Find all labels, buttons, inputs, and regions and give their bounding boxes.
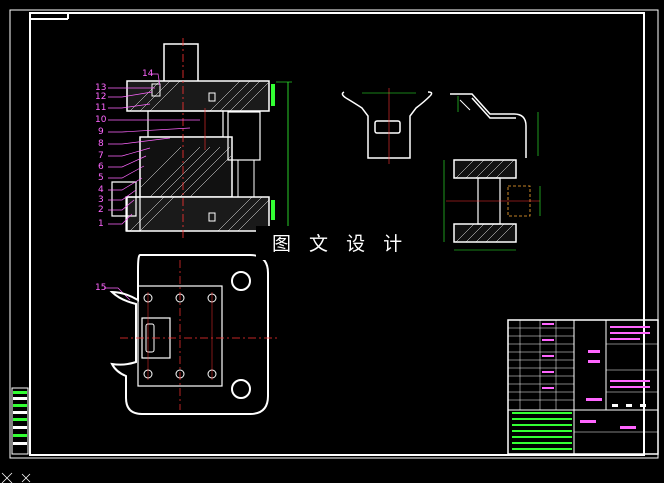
title-block bbox=[507, 319, 659, 455]
drawing-frame bbox=[9, 9, 659, 459]
part-number-1: 1 bbox=[98, 219, 104, 229]
part-number-8: 8 bbox=[98, 139, 104, 149]
side-strip bbox=[11, 387, 29, 455]
section-view bbox=[111, 38, 292, 238]
part-number-3: 3 bbox=[98, 195, 104, 205]
part-number-13: 13 bbox=[95, 83, 106, 93]
part-number-15: 15 bbox=[95, 283, 106, 293]
part-leaders bbox=[104, 73, 200, 301]
part-number-12: 12 bbox=[95, 92, 106, 102]
part-front-view bbox=[341, 88, 433, 164]
part-number-10: 10 bbox=[95, 115, 107, 125]
part-number-4: 4 bbox=[98, 185, 104, 195]
part-number-2: 2 bbox=[98, 205, 104, 215]
part-number-9: 9 bbox=[98, 127, 104, 137]
part-side-view bbox=[450, 93, 539, 158]
part-number-labels: 1 2 3 4 5 6 7 8 9 10 11 12 13 14 15 bbox=[95, 69, 154, 293]
ucs-icon bbox=[1, 472, 31, 483]
part-number-14: 14 bbox=[142, 69, 154, 79]
part-number-7: 7 bbox=[98, 151, 104, 161]
watermark: 图 文 设 计 bbox=[256, 226, 408, 260]
part-number-6: 6 bbox=[98, 162, 104, 172]
plan-view bbox=[109, 254, 280, 415]
part-number-11: 11 bbox=[95, 103, 106, 113]
part-top-view bbox=[443, 159, 541, 251]
part-number-5: 5 bbox=[98, 173, 104, 183]
watermark-text: 图 文 设 计 bbox=[272, 233, 408, 255]
